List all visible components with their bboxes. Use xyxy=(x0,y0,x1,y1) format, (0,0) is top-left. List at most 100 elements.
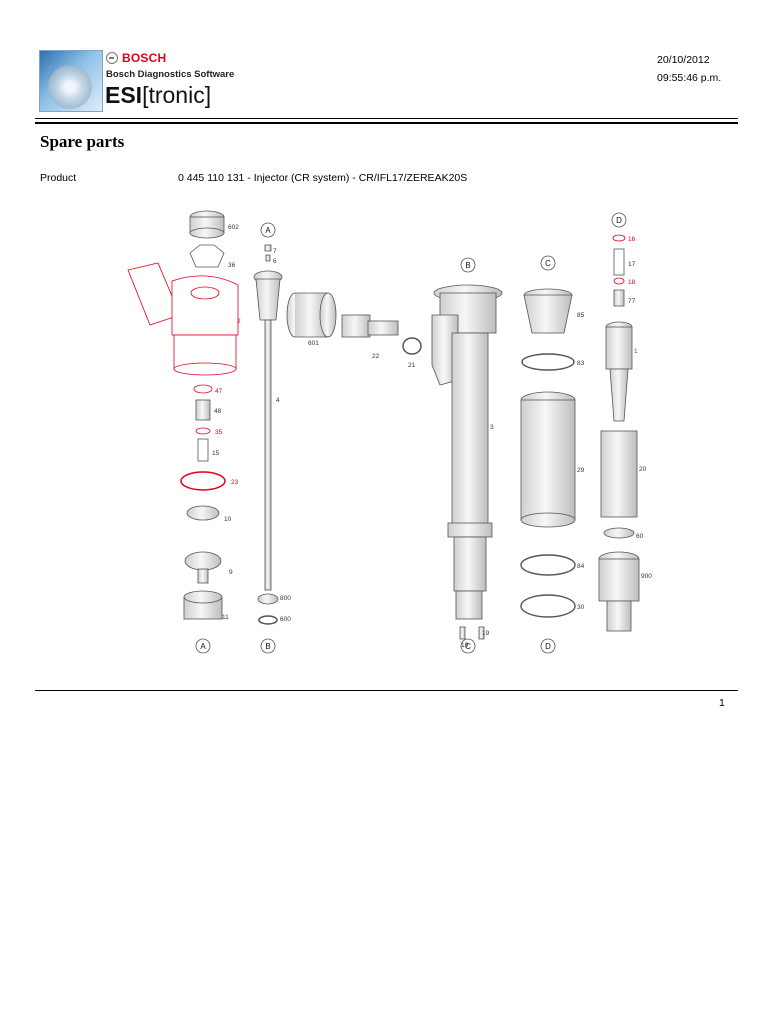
part-36-clip xyxy=(189,244,225,268)
part-22-fitting xyxy=(341,314,399,338)
callout-a-top xyxy=(260,222,276,238)
label-800: 800 xyxy=(280,595,291,602)
callout-letter-c-top: C xyxy=(545,259,551,268)
callout-letter-d-bottom: D xyxy=(545,642,551,651)
label-2: 2 xyxy=(237,318,241,325)
part-601-cap xyxy=(286,292,337,338)
callout-letter-d-top: D xyxy=(616,216,622,225)
callout-letter-b-bottom: B xyxy=(265,642,270,651)
exploded-parts-diagram: 602 36 2 47 48 35 15 23 10 9 11 7 6 4 80… xyxy=(127,210,652,654)
label-602: 602 xyxy=(228,224,239,231)
disc-graphic xyxy=(48,65,92,109)
part-19-pin xyxy=(459,626,466,640)
part-18-ring xyxy=(613,277,625,285)
part-19-pin-2 xyxy=(478,626,485,640)
label-23: 23 xyxy=(231,479,239,486)
callout-b-left xyxy=(260,638,276,654)
part-47-ring xyxy=(193,384,213,394)
part-4-valve-rod xyxy=(253,270,283,591)
label-83: 83 xyxy=(577,360,585,367)
label-22: 22 xyxy=(372,353,380,360)
header-divider-thin xyxy=(35,118,738,119)
label-15: 15 xyxy=(212,450,220,457)
part-35-ring xyxy=(195,427,211,435)
part-11-nut xyxy=(183,590,223,620)
part-60-washer xyxy=(603,527,635,539)
part-602-cap xyxy=(189,210,225,239)
label-10: 10 xyxy=(224,516,232,523)
callout-letter-a-top: A xyxy=(265,226,271,235)
label-600: 600 xyxy=(280,616,291,623)
callout-a-bottom xyxy=(195,638,211,654)
callout-letter-b-top: B xyxy=(465,261,470,270)
label-11: 11 xyxy=(222,614,229,621)
header-divider-thick xyxy=(35,122,738,124)
part-21-washer xyxy=(402,337,422,355)
part-48-sleeve xyxy=(195,399,211,421)
label-9: 9 xyxy=(229,569,233,576)
part-2-body xyxy=(127,262,239,376)
label-35: 35 xyxy=(215,429,223,436)
label-1: 1 xyxy=(634,348,638,355)
label-77: 77 xyxy=(628,298,636,305)
label-47: 47 xyxy=(215,388,223,395)
part-17-spring xyxy=(613,248,625,276)
callout-c-bottom xyxy=(460,638,476,654)
label-17: 17 xyxy=(628,261,636,268)
part-7 xyxy=(264,244,272,252)
product-name-rest: [tronic] xyxy=(142,82,212,108)
label-6: 6 xyxy=(273,258,277,265)
callout-letter-c-bottom: C xyxy=(465,642,471,651)
part-16-ring xyxy=(612,234,626,242)
label-36: 36 xyxy=(228,262,236,269)
label-4: 4 xyxy=(276,397,280,404)
part-30-ring xyxy=(520,594,576,618)
part-800-ring xyxy=(257,593,279,605)
esitronic-logo-image xyxy=(39,50,103,112)
label-21: 21 xyxy=(408,362,416,369)
label-48: 48 xyxy=(214,408,222,415)
bosch-brand: BOSCH xyxy=(122,51,167,65)
part-15-spring xyxy=(197,438,209,462)
product-label: Product xyxy=(40,172,77,184)
part-600-ring xyxy=(258,615,278,625)
print-date: 20/10/2012 xyxy=(657,54,710,66)
part-29-sleeve xyxy=(520,391,576,528)
label-16: 16 xyxy=(628,236,636,243)
label-3: 3 xyxy=(490,424,494,431)
footer-divider xyxy=(35,690,738,691)
part-10-plate xyxy=(186,505,220,521)
label-7: 7 xyxy=(273,248,277,255)
part-900-cap xyxy=(598,551,640,632)
product-name-bold: ESI xyxy=(105,82,143,108)
label-30: 30 xyxy=(577,604,585,611)
section-title: Spare parts xyxy=(40,132,125,151)
label-20: 20 xyxy=(639,466,647,473)
callout-c-top xyxy=(540,255,556,271)
label-29: 29 xyxy=(577,467,585,474)
part-23-seal xyxy=(180,471,226,491)
part-9-valve xyxy=(184,551,222,584)
part-85-sleeve xyxy=(523,288,573,334)
label-19-b: 19 xyxy=(482,630,490,637)
label-900: 900 xyxy=(641,573,652,580)
bosch-emblem-icon xyxy=(106,52,118,64)
label-84: 84 xyxy=(577,563,585,570)
part-6 xyxy=(265,254,271,262)
page-number: 1 xyxy=(719,697,725,709)
part-20-nut xyxy=(600,430,638,518)
part-1-nozzle xyxy=(605,321,633,422)
part-3-injector-body xyxy=(431,284,503,620)
product-value: 0 445 110 131 - Injector (CR system) - C… xyxy=(178,172,468,184)
print-time: 09:55:46 p.m. xyxy=(657,72,722,84)
product-name: ESI[tronic] xyxy=(105,82,211,108)
callout-d-bottom xyxy=(540,638,556,654)
label-85: 85 xyxy=(577,312,585,319)
callout-letter-a-bottom: A xyxy=(200,642,206,651)
label-18: 18 xyxy=(628,279,636,286)
part-84-ring xyxy=(520,554,576,576)
bosch-logo: BOSCH xyxy=(106,51,166,65)
part-77-pin xyxy=(613,289,625,307)
part-83-ring xyxy=(521,353,575,371)
callout-d-top xyxy=(611,212,627,228)
